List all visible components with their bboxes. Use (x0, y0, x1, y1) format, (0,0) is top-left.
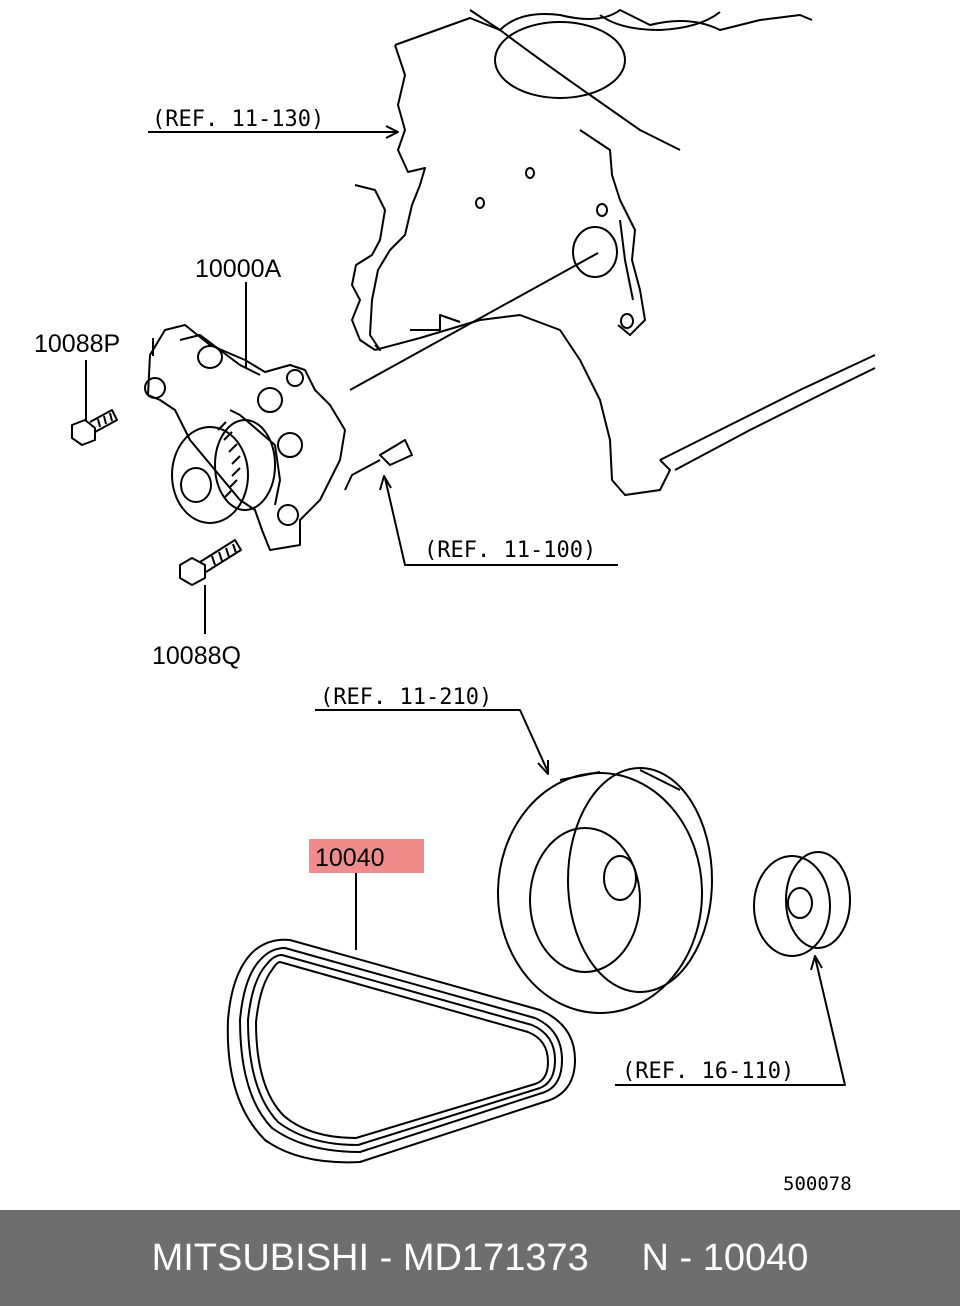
ref-label-11-100: (REF. 11-100) (424, 538, 596, 563)
footer-banner: MITSUBISHI - MD171373 N - 10040 (0, 1210, 960, 1306)
footer-ref: N - 10040 (641, 1236, 809, 1279)
part-highlight (309, 839, 424, 873)
engine-block-outline (349, 9, 876, 496)
footer-separator: - (369, 1236, 403, 1279)
footer-gap (589, 1237, 642, 1280)
diagram-code: 500078 (783, 1173, 852, 1195)
idler-pulley-illustration (753, 851, 851, 957)
part-label-10088p: 10088P (34, 330, 120, 358)
part-label-10000a: 10000A (195, 255, 282, 283)
footer-part-number: MD171373 (402, 1236, 589, 1279)
water-pump-illustration (144, 324, 413, 551)
bolt-10088p-illustration (71, 409, 118, 446)
crank-pulley-illustration (497, 767, 713, 1014)
part-label-10040: 10040 (315, 844, 385, 872)
parts-diagram: (REF. 11-130) (REF. 11-100) (REF. 11-210… (34, 9, 876, 1195)
footer-brand: MITSUBISHI (151, 1236, 370, 1279)
ref-label-11-130: (REF. 11-130) (152, 107, 324, 132)
bolt-10088q-illustration (179, 539, 242, 586)
part-label-10088q: 10088Q (152, 642, 241, 670)
ref-label-16-110: (REF. 16-110) (622, 1059, 794, 1084)
ref-label-11-210: (REF. 11-210) (320, 685, 492, 710)
v-belt-illustration (226, 938, 576, 1164)
leader-lines (85, 125, 846, 1086)
